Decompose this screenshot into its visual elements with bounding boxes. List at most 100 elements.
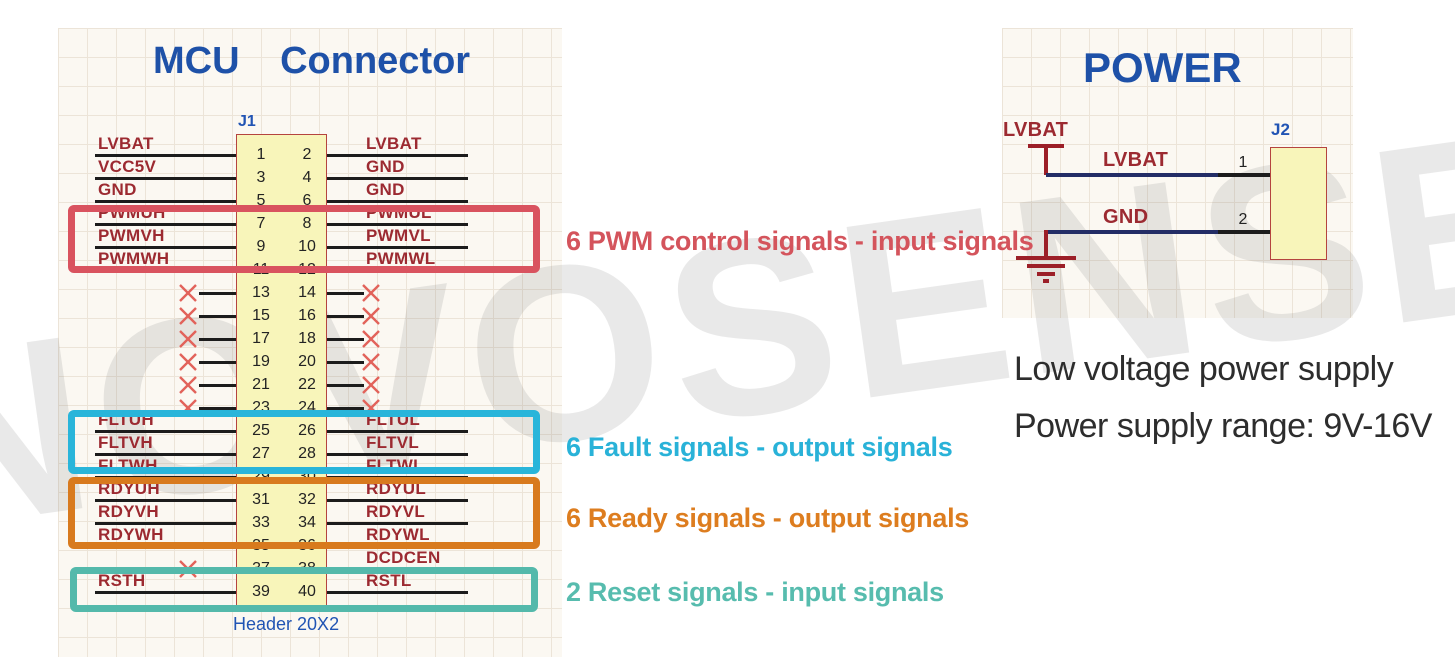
pin-net-label: RDYVH [98, 502, 160, 521]
no-connect-stub [327, 407, 364, 410]
j1-pin-number: 8 [302, 215, 312, 232]
j1-pin-number: 31 [252, 491, 270, 508]
j2-connector-body [1270, 147, 1327, 260]
signal-wire [327, 522, 468, 525]
pin-net-label: RDYVL [366, 502, 426, 521]
j1-pin-number: 27 [252, 445, 270, 462]
signal-wire [95, 223, 236, 226]
ground-icon-bar4 [1043, 279, 1049, 283]
signal-wire [95, 246, 236, 249]
power-section-title: POWER [1083, 44, 1242, 91]
j1-footprint-label: Header 20X2 [233, 614, 340, 634]
group-annotation-fault: 6 Fault signals - output signals [566, 432, 953, 462]
power-note-line2: Power supply range: 9V-16V [1014, 407, 1432, 445]
no-connect-stub [199, 292, 236, 295]
j1-pin-number: 18 [298, 330, 316, 347]
j1-pin-number: 21 [252, 376, 270, 393]
j1-pin-number: 5 [256, 192, 266, 209]
no-connect-stub [199, 315, 236, 318]
j1-pin-number: 26 [298, 422, 316, 439]
no-connect-stub [199, 361, 236, 364]
j1-pin-number: 2 [302, 146, 312, 163]
no-connect-stub [199, 384, 236, 387]
lvbat-power-port-stem [1044, 144, 1048, 175]
j2-pin2-number: 2 [1238, 211, 1248, 228]
mcu-section-title: MCU Connector [153, 40, 471, 82]
no-connect-stub [199, 338, 236, 341]
j1-pin-number: 33 [252, 514, 270, 531]
signal-wire [327, 453, 468, 456]
j1-pin-number: 1 [256, 146, 266, 163]
pin-net-label: GND [366, 157, 405, 176]
j2-designator: J2 [1271, 120, 1290, 139]
no-connect-x-icon [361, 375, 381, 395]
signal-wire [327, 177, 468, 180]
j1-pin-number: 4 [302, 169, 312, 186]
group-box-reset [70, 567, 538, 612]
j2-pin2-stub [1218, 230, 1270, 234]
signal-wire [95, 154, 236, 157]
pin-net-label: RSTL [366, 571, 412, 590]
j1-connector-body [236, 134, 327, 610]
signal-wire [95, 200, 236, 203]
ground-icon-bar1 [1016, 256, 1076, 260]
j1-pin-number: 3 [256, 169, 266, 186]
j1-pin-number: 16 [298, 307, 316, 324]
ground-icon-bar3 [1037, 272, 1055, 276]
pin-net-label: PWMVH [98, 226, 165, 245]
signal-wire [95, 177, 236, 180]
pin-net-label: RDYWL [366, 525, 430, 544]
lvbat-wire [1046, 173, 1218, 177]
j1-pin-number: 9 [256, 238, 266, 255]
no-connect-stub [327, 338, 364, 341]
no-connect-x-icon [361, 352, 381, 372]
pin-net-label: DCDCEN [366, 548, 441, 567]
no-connect-x-icon [361, 329, 381, 349]
signal-wire [327, 591, 468, 594]
j1-pin-number: 19 [252, 353, 270, 370]
group-annotation-pwm: 6 PWM control signals - input signals [566, 226, 1034, 256]
no-connect-x-icon [178, 329, 198, 349]
signal-wire [327, 246, 468, 249]
j1-pin-number: 15 [252, 307, 270, 324]
gnd-net-label: GND [1103, 206, 1149, 228]
j1-pin-number: 13 [252, 284, 270, 301]
no-connect-x-icon [178, 283, 198, 303]
no-connect-stub [327, 315, 364, 318]
j1-pin-number: 20 [298, 353, 316, 370]
pin-net-label: FLTVL [366, 433, 420, 452]
gnd-wire [1046, 230, 1218, 234]
j1-pin-number: 6 [302, 192, 312, 209]
no-connect-x-icon [178, 375, 198, 395]
power-note-line1: Low voltage power supply [1014, 350, 1394, 388]
j2-pin1-stub [1218, 173, 1270, 177]
signal-wire [95, 453, 236, 456]
signal-wire [327, 223, 468, 226]
no-connect-stub [199, 407, 236, 410]
group-box-fault [68, 410, 540, 474]
group-annotation-ready: 6 Ready signals - output signals [566, 503, 969, 533]
ground-icon-bar2 [1027, 264, 1065, 268]
j1-pin-number: 34 [298, 514, 316, 531]
signal-wire [327, 499, 468, 502]
signal-wire [95, 430, 236, 433]
signal-wire [95, 522, 236, 525]
j2-pin1-number: 1 [1238, 154, 1248, 171]
no-connect-x-icon [178, 306, 198, 326]
group-box-ready [68, 477, 540, 549]
j1-pin-number: 32 [298, 491, 316, 508]
j1-pin-number: 22 [298, 376, 316, 393]
no-connect-stub [327, 361, 364, 364]
group-annotation-reset: 2 Reset signals - input signals [566, 577, 944, 607]
group-box-pwm [68, 205, 540, 273]
pin-net-label: FLTVH [98, 433, 154, 452]
pin-net-label: GND [366, 180, 405, 199]
pin-net-label: PWMWL [366, 249, 436, 268]
j1-pin-number: 14 [298, 284, 316, 301]
j1-pin-number: 28 [298, 445, 316, 462]
pin-net-label: RDYWH [98, 525, 164, 544]
j1-pin-number: 40 [298, 583, 316, 600]
pin-net-label: LVBAT [98, 134, 154, 153]
pin-net-label: PWMWH [98, 249, 170, 268]
signal-wire [95, 499, 236, 502]
